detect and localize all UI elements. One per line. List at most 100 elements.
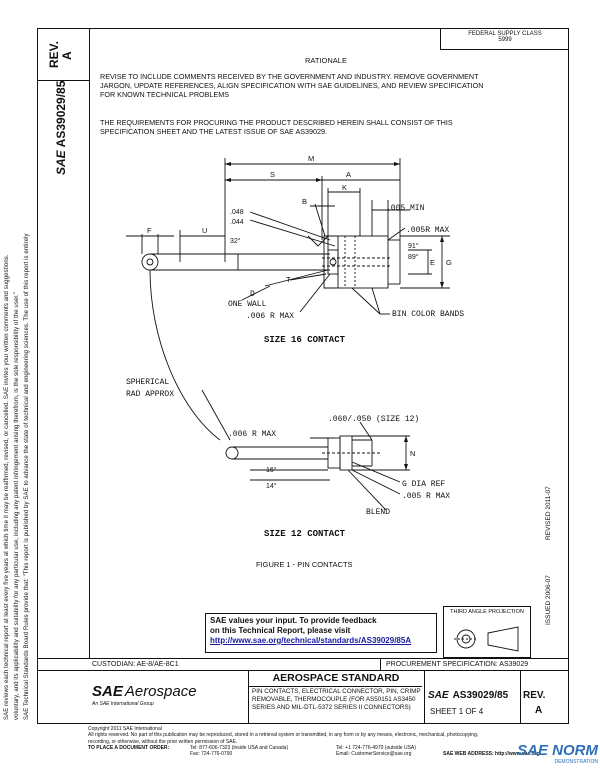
size12-dim-label: .060/.050 (SIZE 12) <box>328 415 419 424</box>
title-divider-1 <box>248 670 249 724</box>
custodian-label: CUSTODIAN: AE-8/AE-8C1 <box>92 661 179 668</box>
board-rules-note-1: SAE Technical Standards Board Rules prov… <box>24 233 30 720</box>
pin-tip-circle <box>141 253 159 271</box>
doc-number-vertical: SAE AS39029/85 <box>54 81 68 175</box>
rev-value: A <box>60 51 74 60</box>
r-max-006-label: .006 R MAX <box>246 312 294 321</box>
footer-tel2: Tel: +1 724-776-4970 (outside USA) <box>336 744 416 751</box>
size16-title: SIZE 16 CONTACT <box>264 335 346 345</box>
title-rev-label: REV. <box>523 690 546 701</box>
title-heading-rule <box>248 686 422 687</box>
dim-u: U <box>202 226 207 235</box>
dim-005r-max: .005R MAX <box>406 226 449 235</box>
deg16-label: 16° <box>266 466 277 474</box>
rationale-text: REVISE TO INCLUDE COMMENTS RECEIVED BY T… <box>100 72 540 99</box>
dim-b: B <box>302 197 307 206</box>
dim-min: .005 MIN <box>386 204 425 213</box>
dim-s: S <box>270 170 275 179</box>
custodian-top-rule <box>37 658 569 659</box>
dim-e: E <box>430 258 435 267</box>
title-number: AS39029/85 <box>452 690 509 701</box>
figure-caption: FIGURE 1 - PIN CONTACTS <box>256 560 353 569</box>
projection-symbol-icon <box>454 626 519 652</box>
title-divider-2 <box>424 670 425 724</box>
bin-color-bands-label: BIN COLOR BANDS <box>392 310 464 319</box>
supply-class-label: FEDERAL SUPPLY CLASS <box>468 31 542 37</box>
feedback-link[interactable]: http://www.sae.org/technical/standards/A… <box>210 636 412 645</box>
rationale-line-2: JARGON, UPDATE REFERENCES, ALIGN SPECIFI… <box>100 81 484 90</box>
footer-order: TO PLACE A DOCUMENT ORDER: <box>88 744 170 751</box>
rad-approx-label: RAD APPROX <box>126 390 174 399</box>
rev-label: REV. <box>47 41 61 68</box>
dim-91: 91° <box>408 242 419 250</box>
dim-t: T <box>286 275 291 284</box>
spherical-label: SPHERICAL <box>126 378 169 387</box>
third-angle-box: THIRD ANGLE PROJECTION <box>443 606 531 658</box>
title-rev-value: A <box>535 705 543 716</box>
r-max-005-label: .005 R MAX <box>402 492 450 501</box>
logo-sub: An SAE International Group <box>92 701 154 707</box>
issued-date: ISSUED 2006-07 <box>545 575 552 625</box>
dim-048: .048 <box>230 209 244 216</box>
feedback-line-2: on this Technical Report, please visit <box>210 626 351 635</box>
pin-contacts-drawing: M S A K B .005 MIN .048 .044 .005R MAX F… <box>126 154 464 569</box>
description-line-1: PIN CONTACTS, ELECTRICAL CONNECTOR, PIN,… <box>252 688 421 695</box>
revision-column <box>37 28 90 658</box>
requirements-line-1: THE REQUIREMENTS FOR PROCURING THE PRODU… <box>100 118 453 127</box>
dim-g: G <box>446 258 452 267</box>
title-divider-3 <box>520 670 521 724</box>
dim-044: .044 <box>230 219 244 226</box>
description-line-3: SERIES AND MIL-DTL-5372 SERIES II CONNEC… <box>252 704 411 711</box>
sae-norm-watermark: SAE NORM DEMONSTRATION <box>486 742 598 774</box>
title-top-rule <box>37 670 569 671</box>
review-note: SAE reviews each technical report at lea… <box>4 254 10 720</box>
procurement-label: PROCUREMENT SPECIFICATION: AS39029 <box>386 661 529 668</box>
deg14-label: 14° <box>266 482 277 490</box>
footer-tel1: Tel: 877-606-7323 (inside USA and Canada… <box>190 744 289 751</box>
watermark-sub: DEMONSTRATION <box>554 759 598 765</box>
standard-heading: AEROSPACE STANDARD <box>272 672 400 684</box>
blend-label: BLEND <box>366 508 390 517</box>
doc-number: AS39029/85 <box>54 80 68 148</box>
custodian-divider <box>380 658 381 670</box>
footer-email: Email: CustomerService@sae.org <box>336 750 412 757</box>
title-sae-label: SAE <box>428 690 449 701</box>
third-angle-label: THIRD ANGLE PROJECTION <box>450 609 524 615</box>
size12-title: SIZE 12 CONTACT <box>264 529 346 539</box>
feedback-box: SAE values your input. To provide feedba… <box>205 613 437 653</box>
revised-date: REVISED 2011-07 <box>545 486 552 540</box>
description-block: PIN CONTACTS, ELECTRICAL CONNECTOR, PIN,… <box>252 688 422 712</box>
one-wall-label: ONE WALL <box>228 300 267 309</box>
footer-copyright: Copyright 2011 SAE International <box>88 726 162 732</box>
requirements-text: THE REQUIREMENTS FOR PROCURING THE PRODU… <box>100 118 540 136</box>
feedback-line-1: SAE values your input. To provide feedba… <box>210 616 377 625</box>
logo-sae: SAE <box>92 683 123 700</box>
dim-a: A <box>346 170 351 179</box>
drawing-frame <box>37 28 569 724</box>
dim-32: 32° <box>230 237 241 245</box>
rationale-heading: RATIONALE <box>305 56 347 65</box>
dim-89: 89° <box>408 253 419 261</box>
dim-k: K <box>342 183 347 192</box>
footer-rights-2: recording, or otherwise, without the pri… <box>88 738 238 745</box>
requirements-line-2: SPECIFICATION SHEET AND THE LATEST ISSUE… <box>100 127 328 136</box>
rationale-line-1: REVISE TO INCLUDE COMMENTS RECEIVED BY T… <box>100 72 479 81</box>
dim-n: N <box>410 449 415 458</box>
rationale-line-3: FOR KNOWN TECHNICAL PROBLEMS <box>100 90 229 99</box>
dim-d: D <box>250 290 255 299</box>
sae-prefix: SAE <box>54 150 68 175</box>
footer-fax: Fax: 724-776-0790 <box>190 750 233 757</box>
sheet-label: SHEET 1 OF 4 <box>430 707 484 716</box>
supply-class-value: 5999 <box>498 37 512 43</box>
footer-rights: All rights reserved. No part of this pub… <box>88 732 479 739</box>
footer: Copyright 2011 SAE International All rig… <box>88 726 568 759</box>
dim-m: M <box>308 154 314 163</box>
g-dia-ref-label: G DIA REF <box>402 480 445 489</box>
supply-class-box: FEDERAL SUPPLY CLASS 5999 <box>440 28 569 50</box>
watermark-text: SAE NORM <box>517 742 598 759</box>
description-line-2: REMOVABLE, THERMOCOUPLE (FOR AS50151 AS3… <box>252 696 416 703</box>
footer-web: SAE WEB ADDRESS: http://www.sae.org <box>443 750 540 757</box>
rev-divider <box>37 80 89 81</box>
